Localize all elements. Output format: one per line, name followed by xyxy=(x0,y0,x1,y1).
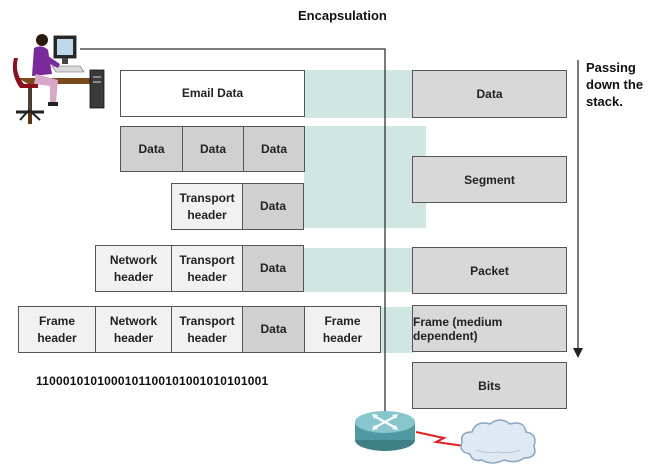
down-arrow-icon xyxy=(573,60,583,358)
network-header-box: Network header xyxy=(95,245,171,292)
bits-string: 1100010101000101100101001010101001 xyxy=(36,374,269,388)
frame-transport-header-box: Transport header xyxy=(171,306,242,353)
passing-down-note: Passing down the stack. xyxy=(586,60,644,109)
stage-bits: Bits xyxy=(412,362,567,409)
segment-data-box: Data xyxy=(242,183,304,230)
data-segment-1: Data xyxy=(120,126,182,172)
transport-header-box: Transport header xyxy=(171,183,242,230)
band-frame xyxy=(380,307,414,353)
lightning-link-icon xyxy=(415,431,465,447)
data-segment-3: Data xyxy=(243,126,305,172)
data-segment-2: Data xyxy=(182,126,243,172)
router-icon xyxy=(355,411,415,451)
band-packet xyxy=(304,248,414,292)
band-data xyxy=(304,70,414,118)
stage-data: Data xyxy=(412,70,567,118)
frame-data-box: Data xyxy=(242,306,304,353)
frame-header-left-box: Frame header xyxy=(18,306,95,353)
band-segment xyxy=(304,126,426,228)
stage-packet: Packet xyxy=(412,247,567,294)
stage-frame: Frame (medium dependent) xyxy=(412,305,567,352)
frame-network-header-box: Network header xyxy=(95,306,171,353)
packet-data-box: Data xyxy=(242,245,304,292)
packet-transport-header-box: Transport header xyxy=(171,245,242,292)
email-data-box: Email Data xyxy=(120,70,305,117)
frame-header-right-box: Frame header xyxy=(304,306,381,353)
diagram-title: Encapsulation xyxy=(298,8,387,23)
computer-user-icon xyxy=(12,34,105,124)
stage-segment: Segment xyxy=(412,156,567,203)
cloud-network-icon xyxy=(460,419,536,464)
